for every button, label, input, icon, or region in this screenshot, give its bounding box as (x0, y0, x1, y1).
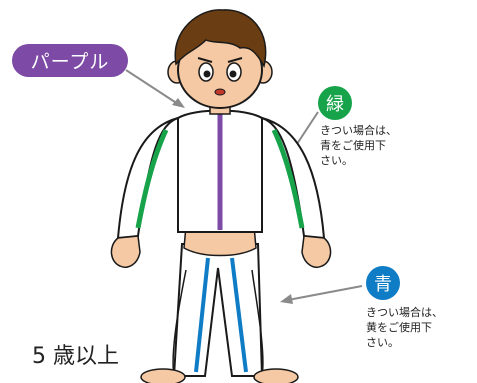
blue-label: 青 (366, 266, 400, 300)
arrows (125, 69, 363, 304)
green-label: 緑 (318, 86, 352, 120)
blue-note: きつい場合は、 黄をご使用下 さい。 (366, 306, 443, 349)
left-foot (140, 368, 186, 383)
right-foot (253, 368, 299, 383)
green-note: きつい場合は、 青をご使用下 さい。 (320, 124, 397, 167)
shirt (116, 109, 326, 240)
hands (110, 235, 332, 268)
arrow-purple (125, 69, 179, 105)
arrow-green (294, 111, 319, 148)
age-label: 5 歳以上 (32, 344, 119, 369)
purple-label: パープル (12, 44, 128, 77)
pants (172, 243, 264, 377)
arrow-blue (287, 285, 363, 301)
arrowhead-blue (280, 294, 293, 304)
head (167, 9, 273, 109)
arrowhead-purple (172, 98, 185, 108)
belly (183, 225, 257, 257)
